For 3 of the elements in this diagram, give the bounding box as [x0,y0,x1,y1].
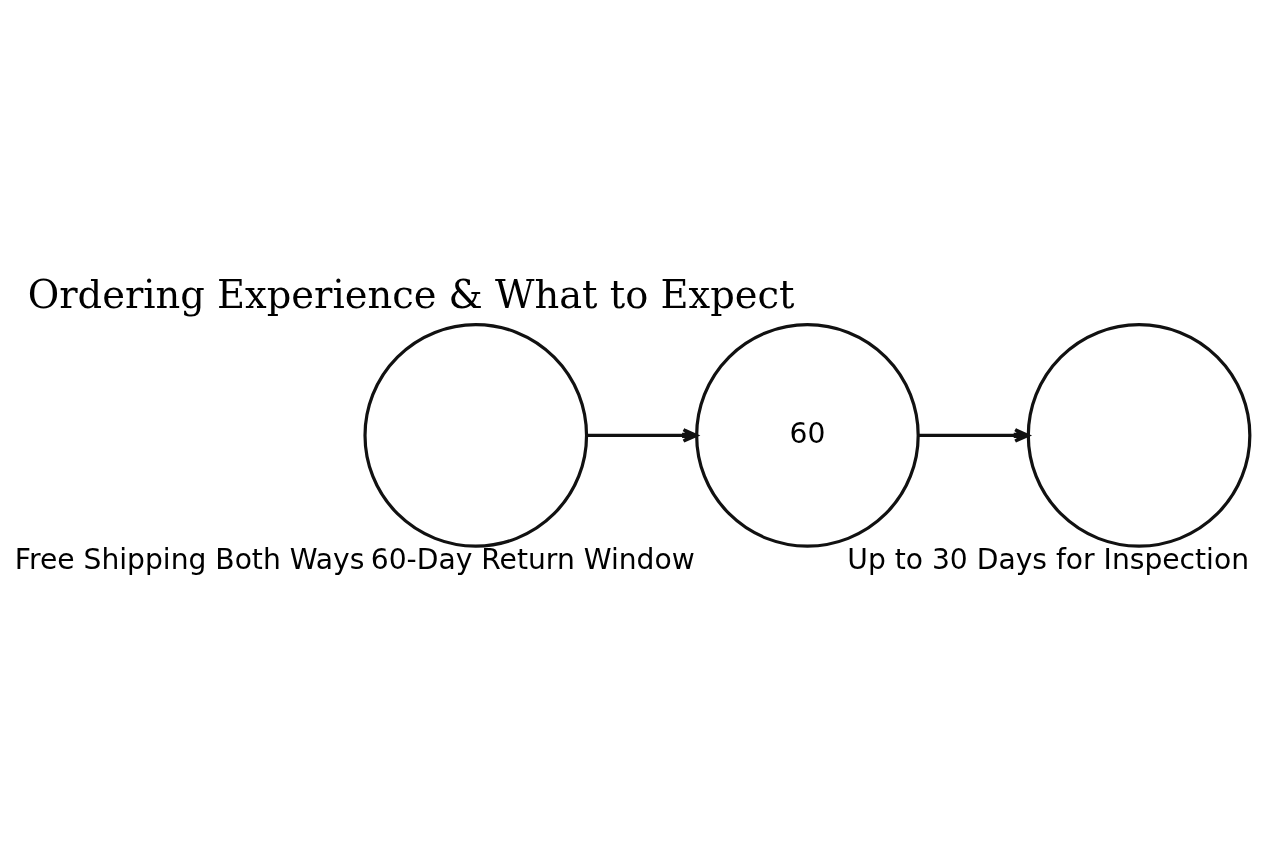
node-label: Free Shipping Both Ways [14,542,365,576]
node-label: 60-Day Return Window [370,542,695,576]
diagram-title: Ordering Experience & What to Expect [27,271,795,317]
